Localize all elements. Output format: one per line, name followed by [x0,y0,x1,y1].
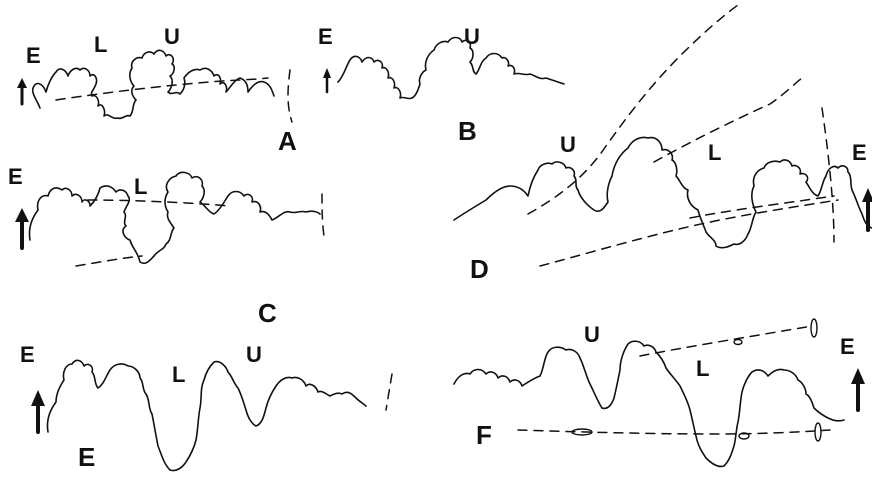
panel-c-lobe-line [87,199,231,207]
panel-c-letter: C [258,298,277,328]
panel-f-label-l: L [696,356,709,381]
panel-a-label-e: E [26,43,41,68]
panel-a-lobe-line [55,77,269,101]
panel-f-upper-mid-marker [733,338,743,346]
panel-d-suture-line [453,136,872,249]
panel-a-arrow-icon [17,78,27,106]
panel-c-label-l: L [134,174,147,199]
panel-f-letter: F [476,420,492,450]
panel-d-label-u: U [560,132,576,157]
panel-f-label-e: E [840,334,855,359]
panel-b-arrow-icon [323,68,331,94]
panel-a-label-l: L [94,32,107,57]
panel-c-arrow-icon [15,208,29,250]
panel-d-arrow-icon [862,188,872,232]
panel-b: E U B [318,24,565,146]
panel-f-lower-line [517,429,831,435]
panel-e-letter: E [78,442,95,472]
panel-f: U L E F [453,318,865,468]
panel-f-arrow-icon [851,368,865,412]
panel-c-boundary-dash [321,193,325,237]
panel-b-letter: B [458,116,477,146]
panel-b-label-e: E [318,24,333,49]
panel-d-lower-line [539,199,839,267]
panel-f-upper-end-marker [810,318,818,338]
panel-c-suture-line [28,171,321,265]
panel-f-label-u: U [584,322,600,347]
panel-e: E L U E [20,342,393,472]
panel-a-label-u: U [164,24,180,49]
panel-d-boundary-dash [821,107,835,243]
panel-e-label-e: E [20,342,35,367]
panel-e-boundary-dash [385,373,393,411]
panel-c-label-e: E [8,164,23,189]
panel-e-label-u: U [246,342,262,367]
panel-d-label-l: L [708,140,721,165]
panel-a: E L U A [17,24,297,156]
panel-d-upper-line-2 [653,77,803,163]
panel-d-lobe-line [689,195,835,219]
panel-b-label-u: U [464,24,480,49]
panel-f-lower-left-marker [571,428,593,436]
panel-a-letter: A [278,126,297,156]
panel-c: E L C [8,164,325,328]
panel-f-suture-line [453,340,845,468]
panel-f-upper-line [639,325,813,357]
panel-d-letter: D [470,254,489,284]
panel-e-arrow-icon [31,390,45,434]
panel-f-lower-mid-marker [738,432,750,440]
panel-e-suture-line [46,359,367,472]
panel-a-suture-line [31,49,275,120]
panel-c-lower-dash [75,255,143,267]
panel-d-upper-line-1 [527,1,743,215]
panel-e-label-l: L [172,362,185,387]
panel-a-boundary-dash [287,69,293,123]
panel-d: U L E D [453,1,872,284]
panel-b-suture-line [337,36,565,100]
panel-d-label-e: E [852,140,867,165]
panel-f-lower-end-marker [814,422,822,442]
